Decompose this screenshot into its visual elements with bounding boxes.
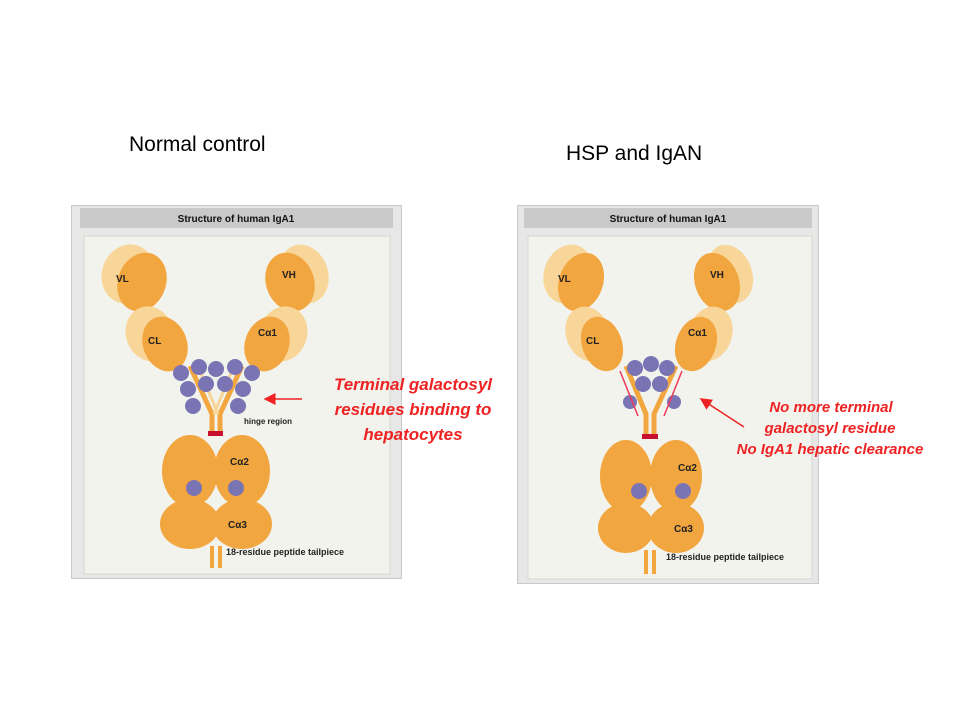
vh-domain-left [117, 252, 167, 312]
truncation-markers [619, 370, 683, 417]
tailpiece-label: 18-residue peptide tailpiece [666, 552, 784, 562]
note-line: No IgA1 hepatic clearance [736, 441, 924, 458]
ca3-domain-right [212, 499, 272, 549]
glycan-cluster-truncated [623, 356, 681, 409]
hinge-chains [187, 364, 245, 431]
ca3-label: Cα3 [674, 524, 693, 535]
right-fab-arm [674, 244, 754, 372]
tailpiece [644, 550, 656, 574]
fc-region [160, 435, 272, 568]
cl-label: CL [148, 336, 161, 347]
ca2-domain-left [600, 440, 652, 512]
iga1-structure-panel-disease: Structure of human IgA1 VL VH CL Cα1 [517, 205, 819, 584]
ca2-label: Cα2 [678, 463, 697, 474]
ca3-domain-left [160, 499, 220, 549]
right-fab-arm [244, 244, 329, 372]
hsp-igan-title: HSP and IgAN [566, 142, 703, 165]
ca1-domain-left [142, 316, 188, 372]
left-fab-arm [543, 244, 624, 372]
ca1-label: Cα1 [688, 328, 707, 339]
panel-header-bar [524, 208, 812, 228]
hinge-disulfide-bar [642, 434, 658, 439]
panel-header-text: Structure of human IgA1 [178, 214, 295, 225]
hinge-region-label: hinge region [244, 417, 292, 426]
vh-label: VH [710, 270, 724, 281]
vl-label: VL [116, 274, 129, 285]
ca2-domain-right [650, 440, 702, 512]
fc-region [598, 440, 704, 574]
note-terminal-galactosyl: Terminal galactosyl residues binding to … [300, 372, 526, 447]
vl-label: VL [558, 274, 571, 285]
fc-glycan-left [631, 483, 647, 499]
hinge-disulfide-bar [208, 431, 223, 436]
ca3-domain-left [598, 503, 654, 553]
ca3-label: Cα3 [228, 520, 247, 531]
vh-domain-right [693, 252, 741, 312]
ca2-domain-right [214, 435, 270, 507]
ca1-label: Cα1 [258, 328, 277, 339]
note-line: hepatocytes [363, 425, 463, 444]
cl-label: CL [586, 336, 599, 347]
ca1-domain-right [244, 316, 290, 372]
ca2-label: Cα2 [230, 457, 249, 468]
vh-domain-right [265, 252, 315, 312]
note-line: galactosyl residue [764, 420, 896, 437]
iga1-diagram-normal: Structure of human IgA1 VL VH CL Cα1 hin [80, 208, 393, 575]
iga1-diagram-disease: Structure of human IgA1 VL VH CL Cα1 [524, 208, 813, 580]
tailpiece [210, 546, 222, 568]
note-line: residues binding to [334, 400, 492, 419]
fc-glycan-right [675, 483, 691, 499]
ca1-domain-right [674, 316, 718, 372]
panel-header-bar [80, 208, 393, 228]
vh-label: VH [282, 270, 296, 281]
normal-control-title: Normal control [129, 133, 266, 156]
note-line: No more terminal [769, 399, 893, 416]
ca2-domain-left [162, 435, 218, 507]
left-fab-arm [101, 244, 188, 372]
glycan-cluster [173, 359, 260, 414]
note-no-terminal-galactosyl: No more terminal galactosyl residue No I… [700, 397, 960, 460]
fc-glycan-left [186, 480, 202, 496]
ca1-domain-left [580, 316, 624, 372]
tailpiece-label: 18-residue peptide tailpiece [226, 547, 344, 557]
panel-header-text: Structure of human IgA1 [610, 214, 727, 225]
hinge-chains [623, 364, 679, 434]
vh-domain-left [557, 252, 605, 312]
ca3-domain-right [648, 503, 704, 553]
note-line: Terminal galactosyl [333, 375, 493, 394]
iga1-structure-panel-normal: Structure of human IgA1 VL VH CL Cα1 hin [71, 205, 402, 579]
fc-glycan-right [228, 480, 244, 496]
